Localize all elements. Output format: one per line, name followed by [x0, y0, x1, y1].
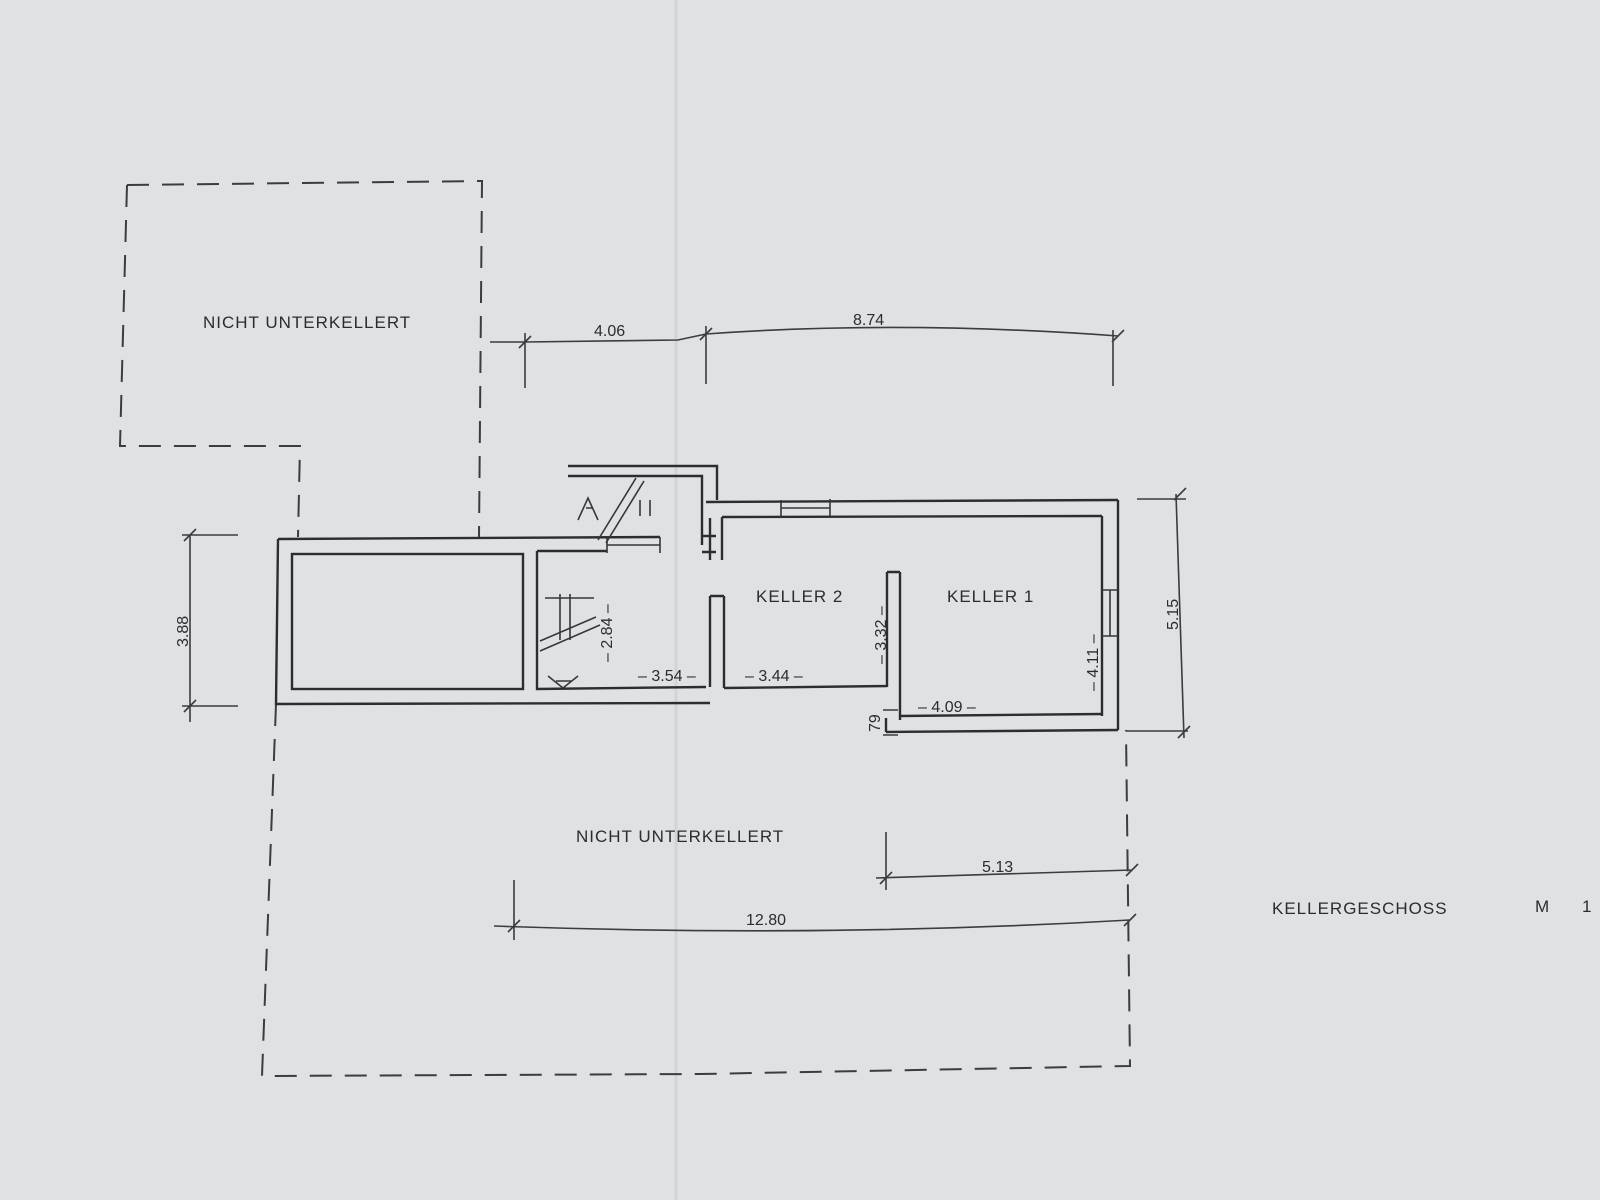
dim-line-874	[699, 326, 1125, 386]
dim-text-344: – 3.44 –	[745, 668, 803, 685]
dim-text-284: – 2.84 –	[599, 604, 616, 662]
stair-arrow-bottom	[547, 675, 579, 690]
dim-text-354: – 3.54 –	[638, 668, 696, 685]
north-window	[780, 499, 831, 517]
scale-value: 1	[1582, 897, 1592, 916]
unbasemented-area-bottom-outline	[260, 703, 1132, 1078]
keller-2-west-partition	[708, 594, 726, 688]
dim-line-1280	[493, 880, 1137, 940]
dim-text-515: 5.15	[1165, 599, 1182, 630]
keller-north-wall	[705, 498, 1119, 560]
dim-line-79	[883, 709, 898, 736]
east-window	[1102, 589, 1118, 637]
dim-text-332: – 3.32 –	[873, 606, 890, 664]
dim-text-409: – 4.09 –	[918, 699, 976, 716]
dim-line-515	[1126, 487, 1191, 739]
keller-1-east-wall	[1100, 500, 1120, 730]
west-block-outer-wall	[274, 535, 711, 706]
label-keller-2: KELLER 2	[756, 587, 843, 606]
dim-text-406: 4.06	[594, 323, 625, 340]
dim-text-1280: 12.80	[746, 912, 786, 929]
stair-wall-window	[606, 537, 661, 553]
dim-line-513	[875, 832, 1139, 890]
door-jamb-keller-2	[700, 502, 716, 560]
dim-text-388: 3.88	[175, 616, 192, 647]
stair-diagonal-top	[597, 477, 651, 544]
stair-diagonal-bottom	[539, 594, 601, 652]
stair-arrow-top	[577, 496, 599, 521]
scale-label: M	[1535, 897, 1550, 916]
drawing-title: KELLERGESCHOSS	[1272, 899, 1448, 918]
dim-line-406	[490, 333, 707, 388]
unbasemented-area-top-outline	[118, 179, 484, 538]
dim-text-513: 5.13	[982, 859, 1013, 876]
keller-1-south-wall	[884, 712, 1119, 734]
dim-line-388	[182, 528, 238, 722]
keller-partition	[723, 570, 902, 720]
west-block-inner-room	[290, 552, 525, 691]
stair-landing	[568, 464, 719, 502]
dim-text-874: 8.74	[853, 312, 884, 329]
dim-text-79: 79	[867, 714, 884, 732]
stair-room-wall	[535, 549, 707, 691]
label-keller-1: KELLER 1	[947, 587, 1034, 606]
label-nicht-unterkellert-bottom: NICHT UNTERKELLERT	[576, 827, 784, 846]
dim-text-411: – 4.11 –	[1085, 634, 1102, 691]
label-nicht-unterkellert-top: NICHT UNTERKELLERT	[203, 313, 411, 332]
